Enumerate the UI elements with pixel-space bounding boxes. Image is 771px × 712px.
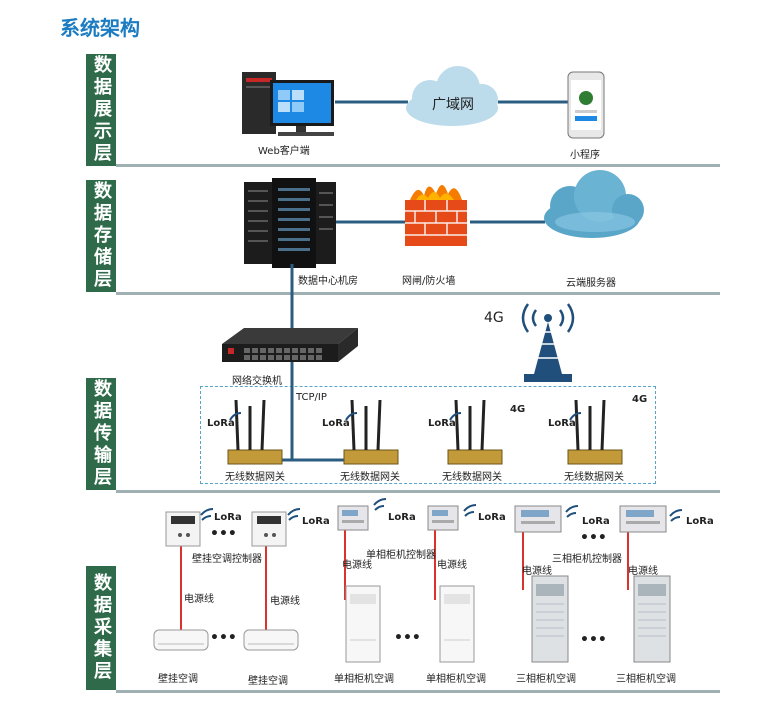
gateway-router-icon xyxy=(227,399,283,465)
three-phase-meter-icon xyxy=(514,505,562,533)
wifi-icon xyxy=(229,412,242,421)
web-client-label: Web客户端 xyxy=(258,146,310,157)
three-controller-label: 三相柜机控制器 xyxy=(552,554,622,565)
single-controller-label: 单相柜机控制器 xyxy=(366,550,436,561)
lora-label: LoRa xyxy=(428,418,456,429)
single-cabinet-ac-icon xyxy=(345,585,381,663)
tcpip-label: TCP/IP xyxy=(296,392,327,403)
wifi-icon xyxy=(345,412,358,421)
gateway-router-icon xyxy=(447,399,503,465)
gateway-label: 无线数据网关 xyxy=(340,472,400,483)
single-phase-meter-icon xyxy=(427,505,459,531)
wall-ac-icon xyxy=(243,629,299,651)
power-line-label: 电源线 xyxy=(270,596,300,607)
wifi-icon xyxy=(200,498,683,522)
lora-label: LoRa xyxy=(582,516,610,527)
gateway-4g-label: 4G xyxy=(510,404,526,415)
switch-label: 网络交换机 xyxy=(232,376,282,387)
firewall-icon xyxy=(405,185,467,246)
mini-program-phone-icon xyxy=(567,71,605,139)
layer-transport-label: 数据传输层 xyxy=(86,378,116,490)
cell-tower-icon xyxy=(521,303,575,382)
lora-label: LoRa xyxy=(686,516,714,527)
single-ac-label: 单相柜机空调 xyxy=(334,674,394,685)
ellipsis: ••• xyxy=(210,630,237,646)
gateway-1: LoRa 无线数据网关 xyxy=(320,390,430,483)
lora-label: LoRa xyxy=(214,512,242,523)
cloud-server-icon xyxy=(544,170,644,238)
three-cabinet-ac-icon xyxy=(633,575,671,663)
layer-storage-label: 数据存储层 xyxy=(86,180,116,292)
lora-label: LoRa xyxy=(207,418,235,429)
layer-separator xyxy=(116,690,720,693)
lora-label: LoRa xyxy=(322,418,350,429)
power-line-label: 电源线 xyxy=(437,560,467,571)
gateway-label: 无线数据网关 xyxy=(442,472,502,483)
gateway-label: 无线数据网关 xyxy=(225,472,285,483)
ellipsis: ••• xyxy=(580,632,607,648)
three-cabinet-ac-icon xyxy=(531,575,569,663)
wall-ac-label: 壁挂空调 xyxy=(248,676,288,687)
wall-controller-icon xyxy=(165,511,201,547)
layer-display-label: 数据展示层 xyxy=(86,54,116,166)
wall-controller-label: 壁挂空调控制器 xyxy=(192,554,262,565)
three-ac-label: 三相柜机空调 xyxy=(616,674,676,685)
wifi-icon xyxy=(449,412,462,421)
single-ac-label: 单相柜机空调 xyxy=(426,674,486,685)
gateway-label: 无线数据网关 xyxy=(564,472,624,483)
power-line-label: 电源线 xyxy=(628,566,658,577)
wan-cloud-icon xyxy=(406,66,498,126)
firewall-label: 网闸/防火墙 xyxy=(402,276,456,287)
mini-program-label: 小程序 xyxy=(570,150,600,161)
wifi-icon xyxy=(569,412,582,421)
tower-4g-label: 4G xyxy=(484,310,504,326)
lora-label: LoRa xyxy=(388,512,416,523)
single-phase-meter-icon xyxy=(337,505,369,531)
data-center-server-icon xyxy=(244,178,336,268)
gateway-router-icon xyxy=(567,399,623,465)
gateway-group-box xyxy=(200,386,656,484)
layer-separator xyxy=(116,292,720,295)
ellipsis: ••• xyxy=(394,630,421,646)
three-phase-meter-icon xyxy=(619,505,667,533)
lora-label: LoRa xyxy=(478,512,506,523)
wall-ac-icon xyxy=(153,629,209,651)
gateway-2: LoRa 4G 无线数据网关 xyxy=(426,390,536,483)
power-line-label: 电源线 xyxy=(522,566,552,577)
layer-separator xyxy=(116,164,720,167)
wan-label: 广域网 xyxy=(432,97,474,113)
ellipsis: ••• xyxy=(580,530,607,546)
network-switch-icon xyxy=(222,328,358,362)
layer-separator xyxy=(116,490,720,493)
three-ac-label: 三相柜机空调 xyxy=(516,674,576,685)
single-cabinet-ac-icon xyxy=(439,585,475,663)
gateway-3: LoRa 4G 无线数据网关 xyxy=(546,390,656,483)
page-title: 系统架构 xyxy=(60,16,140,40)
gateway-4g-label: 4G xyxy=(632,394,648,405)
cloud-server-label: 云端服务器 xyxy=(566,278,616,289)
ellipsis: ••• xyxy=(210,526,237,542)
gateway-router-icon xyxy=(343,399,399,465)
power-line-label: 电源线 xyxy=(342,560,372,571)
lora-label: LoRa xyxy=(302,516,330,527)
power-line-label: 电源线 xyxy=(184,594,214,605)
gateway-0: LoRa 无线数据网关 xyxy=(205,390,315,483)
web-client-pc-icon xyxy=(242,72,334,136)
wall-ac-label: 壁挂空调 xyxy=(158,674,198,685)
layer-collection-label: 数据采集层 xyxy=(86,566,116,690)
data-center-label: 数据中心机房 xyxy=(298,276,358,287)
wall-controller-icon xyxy=(251,511,287,547)
lora-label: LoRa xyxy=(548,418,576,429)
